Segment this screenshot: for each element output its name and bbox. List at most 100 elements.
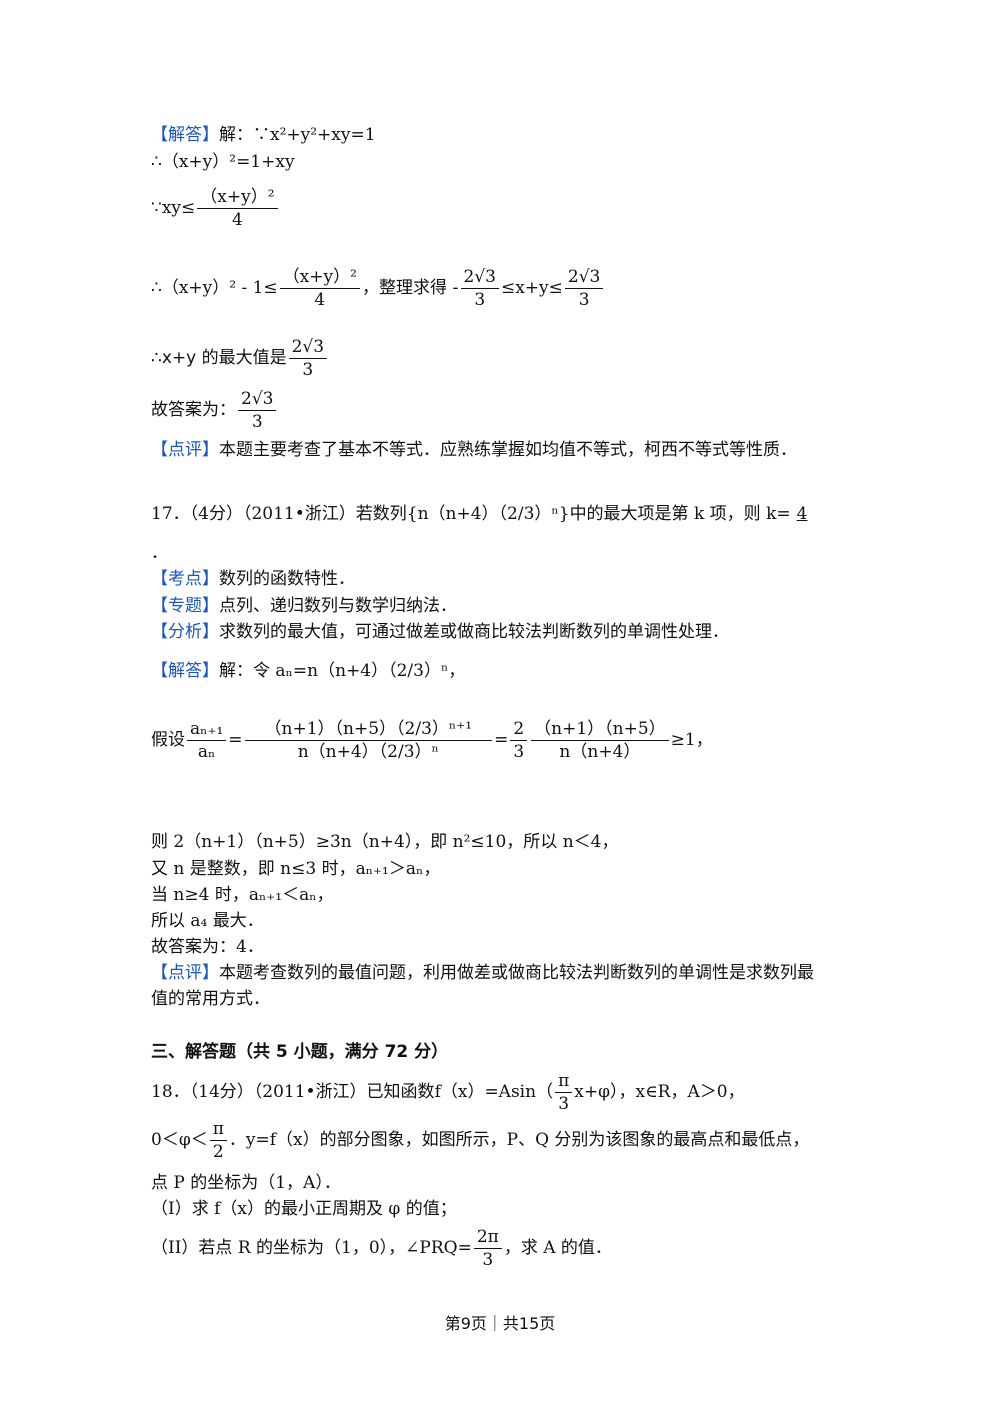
p18-cond-prefix: 0＜φ＜ (151, 1130, 208, 1150)
fraction-numerator: （x+y）² (197, 186, 278, 209)
solution-tag: 【解答】 (151, 661, 219, 681)
p17-sol-let: 解：令 aₙ=n（n+4）（2/3）ⁿ， (219, 661, 466, 681)
fraction-numerator: （n+1）（n+5）（2/3）ⁿ⁺¹ (244, 718, 493, 741)
fraction-denominator: 2 (212, 1142, 224, 1162)
p17-assume: 假设 (151, 730, 185, 750)
review-tag: 【点评】 (151, 963, 219, 983)
p16-l5-prefix: ∴x+y 的最大值是 (151, 348, 287, 368)
fraction-numerator: 2π (473, 1226, 502, 1249)
section-heading: 三、解答题（共 5 小题，满分 72 分） (151, 1042, 449, 1062)
fraction-denominator: n（n+4）（2/3）ⁿ (297, 742, 439, 762)
p17-then: 则 2（n+1）（n+5）≥3n（n+4），即 n²≤10，所以 n＜4， (151, 832, 619, 852)
p17-analysis: 【分析】求数列的最大值，可通过做差或做商比较法判断数列的单调性处理． (151, 621, 729, 643)
p17-review-cont: 值的常用方式． (151, 989, 270, 1009)
p18-func-head: f（x）=Asin（ (434, 1082, 554, 1102)
p17-review-text-1: 本题考查数列的最值问题，利用做差或做商比较法判断数列的单调性是求数列最 (219, 963, 814, 983)
fraction-denominator: 3 (251, 412, 263, 432)
p17-sequence: {n（n+4）（2/3）ⁿ} (406, 504, 570, 524)
p17-stem-prefix: 17．（4分）（2011•浙江）若数列 (151, 504, 407, 524)
fraction-denominator: 4 (314, 290, 326, 310)
fraction-denominator: 4 (231, 210, 243, 230)
analysis-tag: 【分析】 (151, 622, 219, 642)
fraction-numerator: 2√3 (288, 336, 328, 359)
p17-ratio-tail: ≥1， (670, 730, 713, 750)
fraction-numerator: 2√3 (460, 266, 499, 289)
p17-solution-let: 【解答】解：令 aₙ=n（n+4）（2/3）ⁿ， (151, 660, 465, 682)
fraction-denominator: 3 (302, 360, 314, 380)
fraction-denominator: 3 (578, 290, 590, 310)
p17-stem-suffix: 中的最大项是第 k 项，则 k= (569, 504, 791, 524)
p17-answer: 故答案为：4． (151, 937, 264, 957)
p18-question-1: （I）求 f（x）的最小正周期及 φ 的值； (151, 1199, 457, 1219)
fraction-denominator: aₙ (197, 742, 216, 762)
fraction-numerator: 2 (510, 718, 528, 741)
fraction-numerator: （n+1）（n+5） (531, 718, 669, 741)
p18-q2-prefix: （II）若点 R 的坐标为（1，0），∠PRQ= (151, 1238, 472, 1258)
topic-tag: 【专题】 (151, 596, 219, 616)
fraction-numerator: π (555, 1070, 573, 1093)
fraction-numerator: π (209, 1118, 227, 1141)
p16-l4-mid: ，整理求得 - (361, 278, 459, 298)
p17-topic: 【专题】点列、递归数列与数学归纳法． (151, 595, 457, 617)
fraction-denominator: 3 (513, 742, 525, 762)
p17-answer-blank: 4 (796, 504, 808, 524)
p16-l3-prefix: ∵xy≤ (151, 198, 196, 218)
p17-stem: 17．（4分）（2011•浙江）若数列{n（n+4）（2/3）ⁿ}中的最大项是第… (151, 503, 813, 525)
fraction-numerator: （x+y）² (279, 266, 360, 289)
p17-point: 【考点】数列的函数特性． (151, 568, 355, 590)
p18-func-tail: x+φ），x∈R，A＞0， (574, 1082, 745, 1102)
p16-l4-prefix: ∴（x+y）² - 1≤ (151, 278, 278, 298)
p16-sol-text: 解：∵x²+y²+xy=1 (219, 125, 376, 145)
fraction-denominator: 3 (558, 1094, 570, 1114)
p18-point-p: 点 P 的坐标为（1，A）． (151, 1173, 341, 1193)
fraction-denominator: 3 (482, 1250, 494, 1270)
p17-review: 【点评】本题考查数列的最值问题，利用做差或做商比较法判断数列的单调性是求数列最 (151, 962, 814, 984)
review-tag: 【点评】 (151, 440, 219, 460)
fraction-denominator: 3 (474, 290, 486, 310)
fraction-denominator: n（n+4） (559, 742, 641, 762)
p17-analysis-text: 求数列的最大值，可通过做差或做商比较法判断数列的单调性处理． (219, 622, 729, 642)
p17-so: 所以 a₄ 最大． (151, 911, 264, 931)
p16-l4-relation: ≤x+y≤ (500, 278, 563, 298)
fraction-numerator: 2√3 (238, 388, 277, 411)
p16-review: 【点评】本题主要考查了基本不等式．应熟练掌握如均值不等式，柯西不等式等性质． (151, 439, 797, 461)
p17-ratio-rhs: （n+1）（n+5）n（n+4） (531, 718, 669, 763)
p16-answer-prefix: 故答案为： (151, 400, 236, 420)
p17-when: 当 n≥4 时，aₙ₊₁＜aₙ， (151, 885, 334, 905)
p17-point-text: 数列的函数特性． (219, 569, 355, 589)
page-footer: 第9页｜共15页 (444, 1314, 556, 1333)
fraction-numerator: 2√3 (564, 266, 604, 289)
p16-solution-line-1: 【解答】解：∵x²+y²+xy=1 (151, 124, 376, 146)
p16-review-text: 本题主要考查了基本不等式．应熟练掌握如均值不等式，柯西不等式等性质． (219, 440, 797, 460)
p17-integer: 又 n 是整数，即 n≤3 时，aₙ₊₁＞aₙ， (151, 859, 441, 879)
p18-cond-suffix: ．y=f（x）的部分图象，如图所示，P、Q 分别为该图象的最高点和最低点， (228, 1130, 810, 1150)
p16-line-2: ∴（x+y）²=1+xy (151, 152, 295, 172)
p18-stem-prefix: 18．（14分）（2011•浙江）已知函数 (151, 1082, 435, 1102)
fraction-numerator: aₙ₊₁ (187, 718, 227, 741)
point-tag: 【考点】 (151, 569, 219, 589)
solution-tag: 【解答】 (151, 125, 219, 145)
p18-q2-suffix: ，求 A 的值． (503, 1238, 612, 1258)
p17-stem-end: ． (151, 543, 168, 563)
